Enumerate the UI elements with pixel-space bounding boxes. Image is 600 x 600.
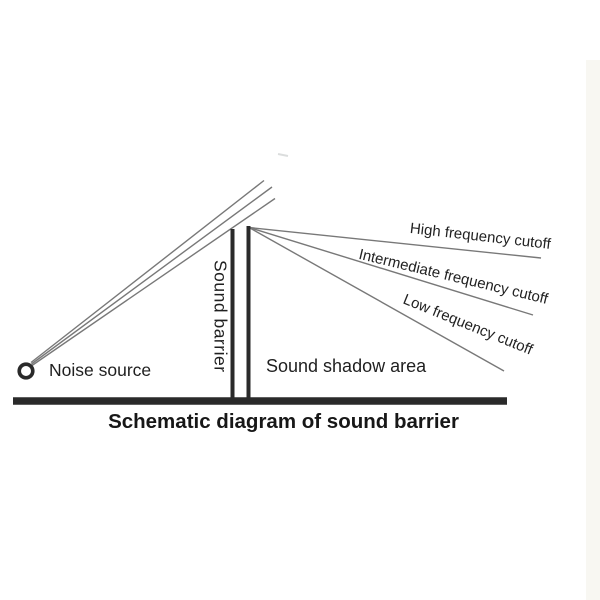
- source-ray-3: [31, 197, 276, 367]
- high-frequency-cutoff-ray: [248, 226, 542, 259]
- faint-dash-artifact: [277, 153, 289, 157]
- noise-source-label: Noise source: [49, 360, 152, 380]
- source-ray-1: [30, 179, 265, 364]
- noise-source-marker: [17, 362, 35, 380]
- source-rays: [30, 179, 276, 367]
- low-frequency-cutoff-ray: [248, 226, 505, 372]
- sound-shadow-area-label: Sound shadow area: [266, 356, 427, 376]
- sound-barrier-structure: [230, 226, 251, 400]
- intermediate-frequency-cutoff-ray: [248, 226, 534, 316]
- scan-edge-tint: [586, 60, 600, 600]
- diffracted-rays: [248, 226, 542, 372]
- source-ray-2: [31, 186, 273, 365]
- diagram-caption: Schematic diagram of sound barrier: [108, 410, 459, 433]
- sound-barrier-label: Sound barrier: [210, 260, 231, 373]
